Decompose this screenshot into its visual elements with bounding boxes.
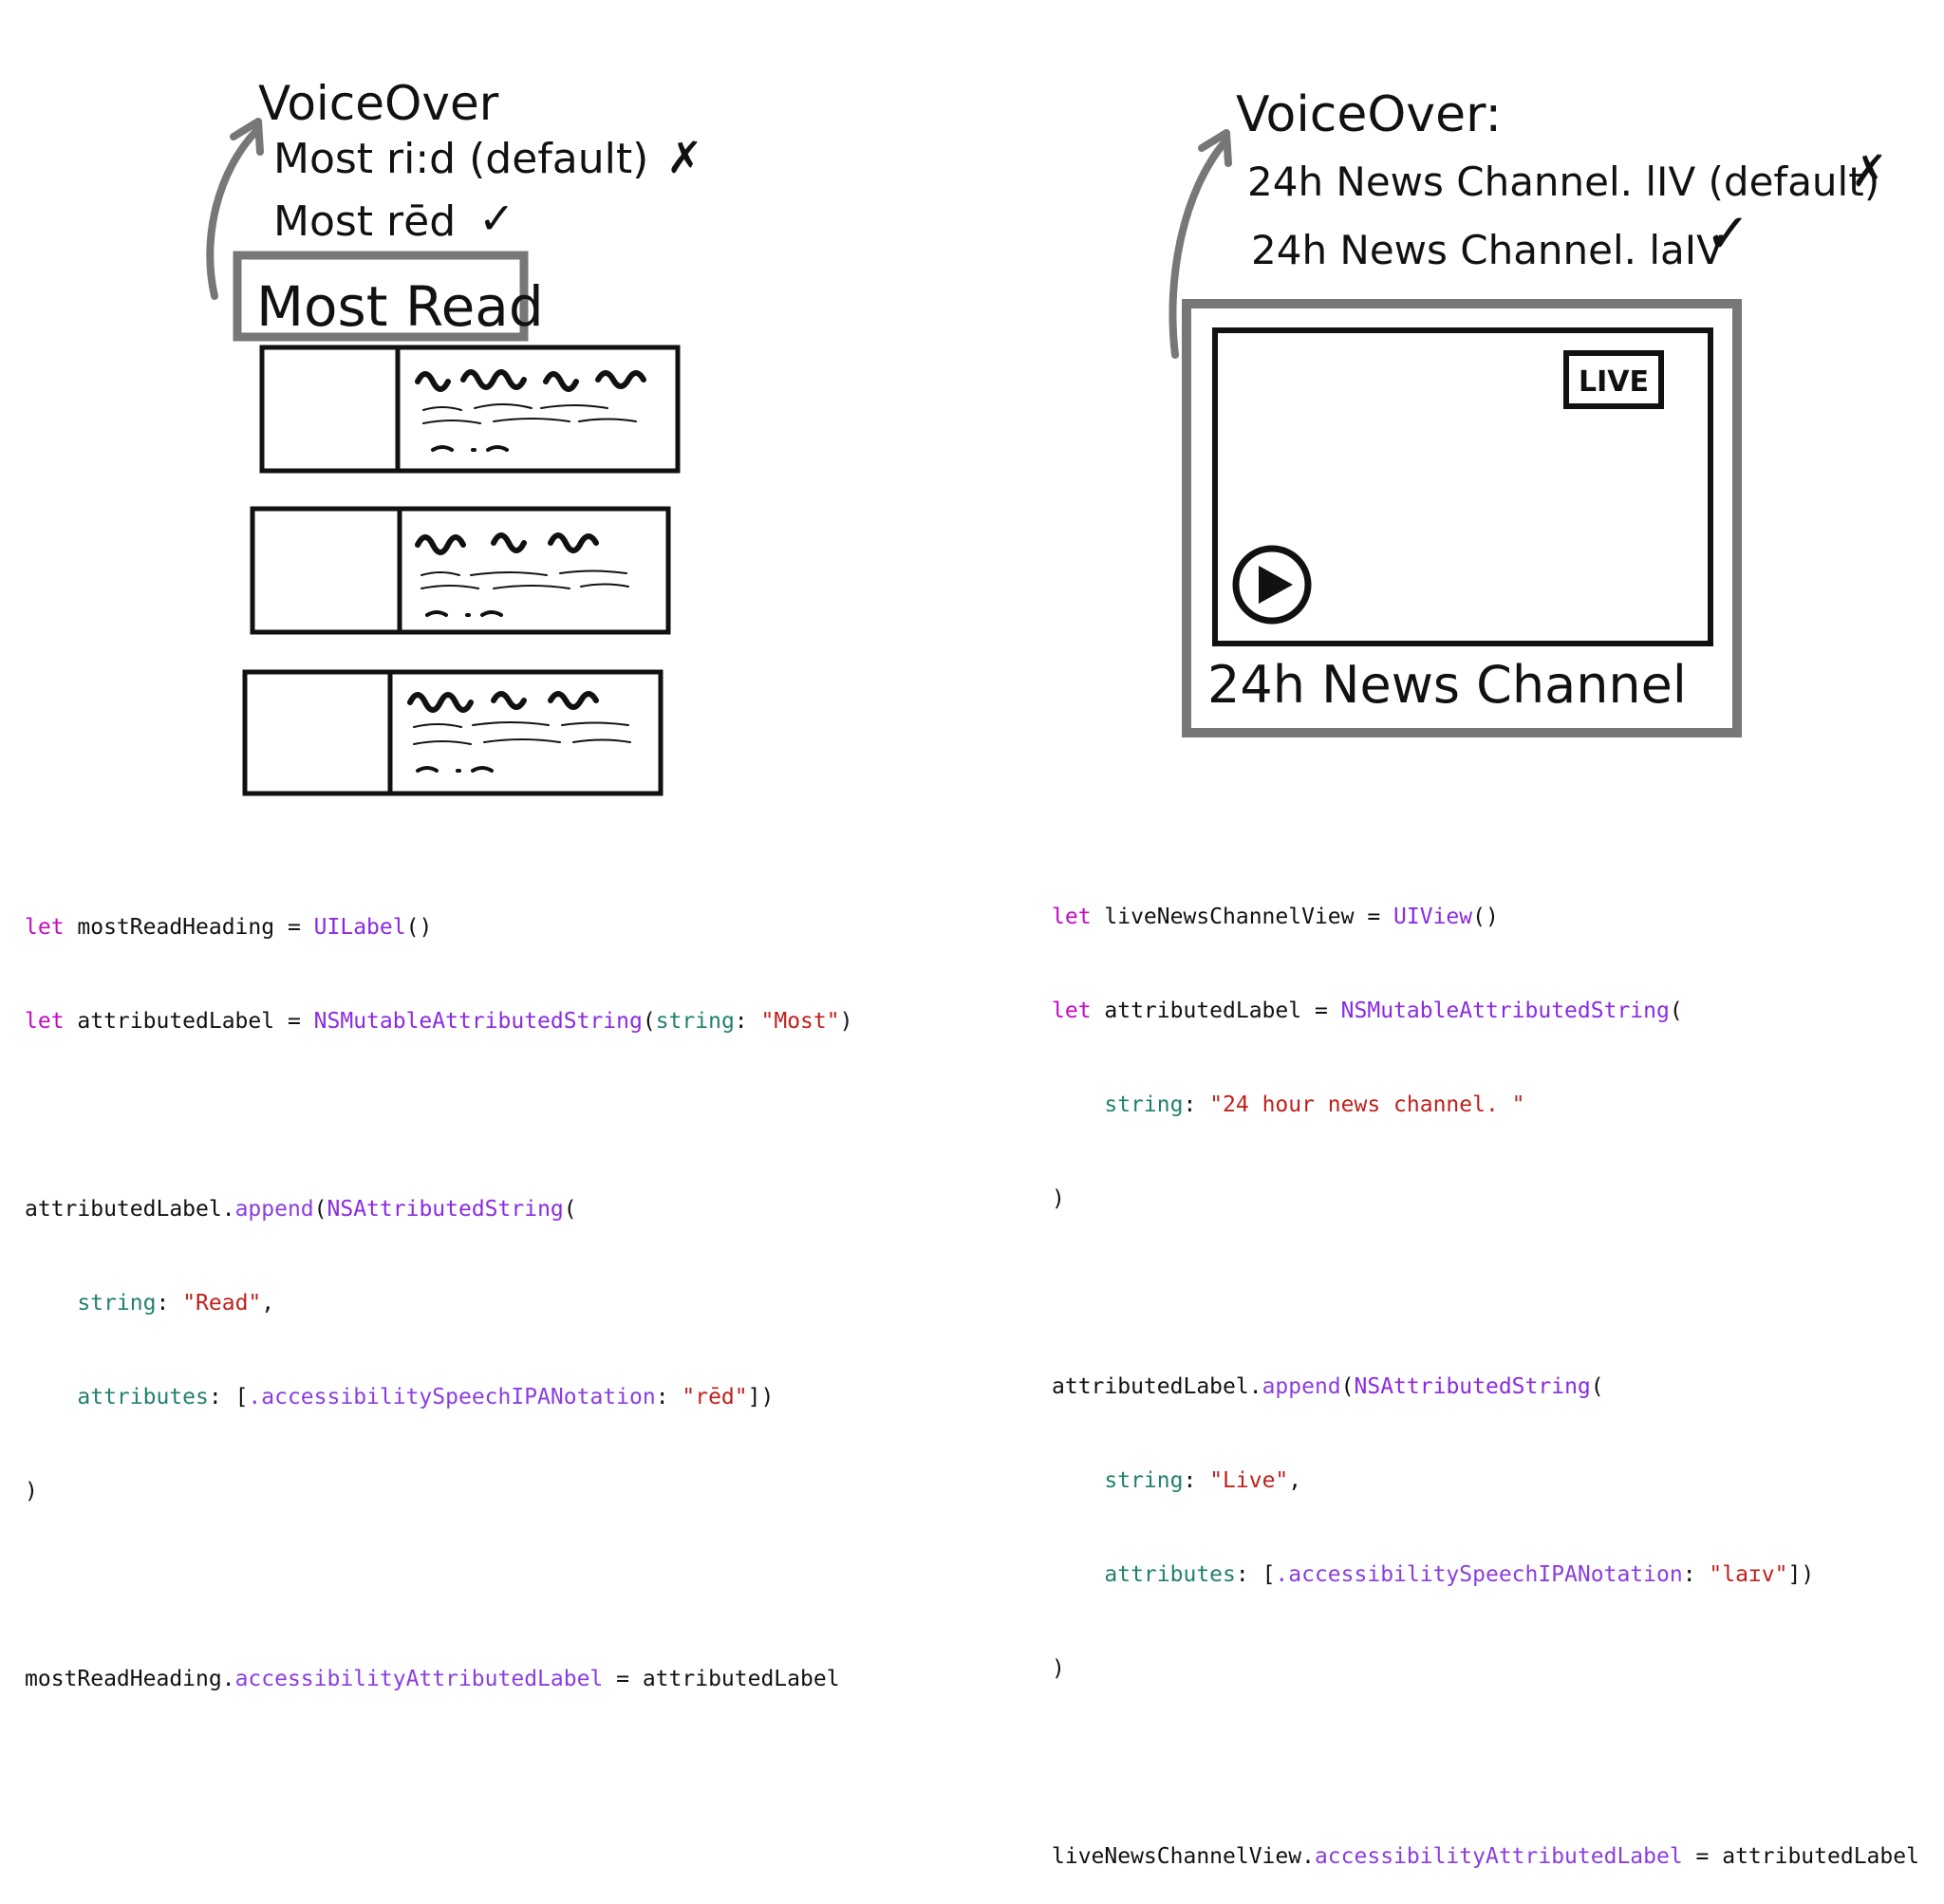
most-read-heading: Most Read: [256, 274, 544, 339]
list-row-body-scribble: [413, 721, 631, 745]
live-badge: [1563, 350, 1664, 409]
video-player-frame: [1212, 327, 1713, 646]
list-row-frame: [250, 506, 671, 635]
right-option-default: 24h News Channel. lIV (default): [1247, 159, 1879, 205]
list-row-body-scribble: [421, 569, 629, 589]
illustration-canvas: VoiceOver Most ri:d (default) ✗ Most rēd…: [206, 76, 1888, 796]
code-line: let attributedLabel = NSMutableAttribute…: [1052, 999, 1683, 1023]
left-voiceover-title: VoiceOver: [258, 76, 499, 131]
code-line: attributedLabel.append(NSAttributedStrin…: [25, 1197, 577, 1222]
code-blank-line: [1052, 1747, 1919, 1779]
right-voiceover-title: VoiceOver:: [1236, 86, 1502, 143]
left-sketch: VoiceOver Most ri:d (default) ✗ Most rēd…: [206, 76, 703, 796]
code-line: liveNewsChannelView.accessibilityAttribu…: [1052, 1844, 1919, 1869]
right-option-correct: 24h News Channel. laIV: [1251, 227, 1724, 273]
right-code-snippet: let liveNewsChannelView = UIView() let a…: [1052, 839, 1919, 1904]
left-arrow-icon: [206, 118, 264, 300]
list-row-meta-scribble: [431, 445, 509, 452]
list-row-meta-scribble: [425, 610, 503, 617]
left-option-correct: Most rēd: [273, 197, 456, 246]
code-line: string: "Live",: [1104, 1468, 1302, 1493]
right-sketch: VoiceOver: 24h News Channel. lIV (defaul…: [1168, 86, 1888, 737]
list-row-frame: [259, 345, 681, 474]
list-row-title-scribble: [415, 532, 599, 555]
left-option-correct-check-icon: ✓: [478, 193, 515, 244]
code-line: let mostReadHeading = UILabel(): [25, 915, 433, 940]
list-row: [250, 506, 671, 635]
left-option-default-cross-icon: ✗: [666, 132, 703, 183]
code-blank-line: [25, 1570, 852, 1601]
play-icon[interactable]: [1232, 545, 1312, 625]
code-line: let attributedLabel = NSMutableAttribute…: [25, 1009, 853, 1034]
code-blank-line: [1052, 1278, 1919, 1309]
list-row-frame: [242, 669, 664, 796]
list-row-title-scribble: [407, 691, 599, 713]
live-badge-label: LIVE: [1579, 365, 1649, 399]
code-line: attributes: [.accessibilitySpeechIPANota…: [77, 1385, 775, 1409]
right-arrow-icon: [1168, 129, 1232, 359]
code-line: attributedLabel.append(NSAttributedStrin…: [1052, 1374, 1604, 1399]
code-line: ): [1052, 1186, 1065, 1211]
code-line: ): [1052, 1656, 1065, 1681]
live-channel-caption: 24h News Channel: [1207, 655, 1687, 715]
code-blank-line: [25, 1100, 852, 1131]
code-line: mostReadHeading.accessibilityAttributedL…: [25, 1667, 840, 1691]
list-row-body-scribble: [422, 403, 637, 424]
right-option-default-cross-icon: ✗: [1851, 145, 1888, 196]
list-row-meta-scribble: [416, 766, 494, 773]
heading-focus-frame: [233, 251, 529, 342]
list-row: [259, 345, 681, 474]
code-line: string: "Read",: [77, 1291, 275, 1316]
list-row-title-scribble: [415, 369, 646, 392]
live-channel-focus-frame: [1182, 299, 1742, 737]
code-line: ): [25, 1479, 38, 1503]
right-option-correct-check-icon: ✓: [1705, 201, 1751, 266]
code-line: let liveNewsChannelView = UIView(): [1052, 905, 1499, 929]
code-line: attributes: [.accessibilitySpeechIPANota…: [1104, 1562, 1815, 1587]
left-option-default: Most ri:d (default): [273, 135, 648, 183]
left-code-snippet: let mostReadHeading = UILabel() let attr…: [25, 849, 852, 1727]
list-row: [242, 669, 664, 796]
code-line: string: "24 hour news channel. ": [1104, 1092, 1525, 1117]
